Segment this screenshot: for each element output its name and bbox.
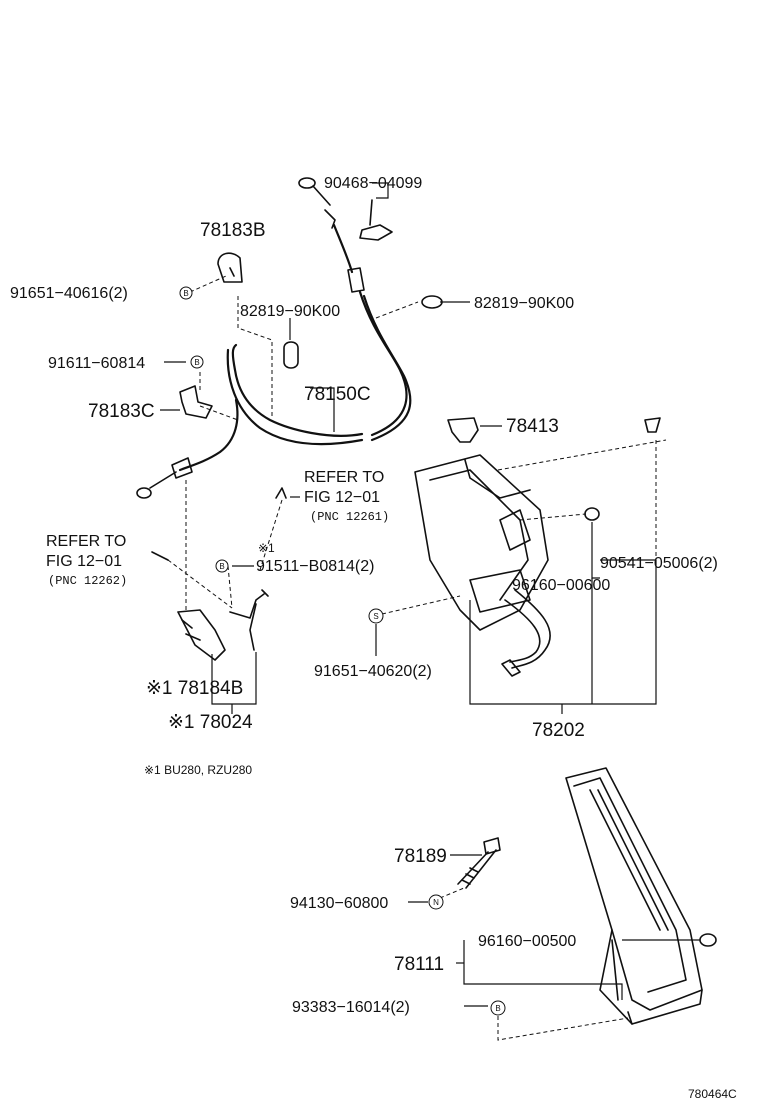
refer-pnc-12261: (PNC 12261) [310,510,389,524]
label-91651-40616: 91651−40616(2) [10,285,128,302]
cable-bracket-drawing [359,199,393,241]
label-78183C: 78183C [88,401,155,422]
label-82819-90K00-right: 82819−90K00 [474,295,574,312]
svg-text:B: B [495,1004,500,1013]
label-93383-16014: 93383−16014(2) [292,999,410,1016]
label-91611-60814: 91611−60814 [48,355,145,372]
leader-lines [160,182,700,1041]
label-94130-60800: 94130−60800 [290,895,388,912]
nut-symbol-94130: N [428,894,444,910]
label-90468-04099: 90468−04099 [324,175,422,192]
washer-96160-00600-drawing [584,507,600,521]
cable-78024-drawing [177,589,269,661]
label-91651-40620: 91651−40620(2) [314,663,432,680]
screw-symbol-91651-40620: S [368,608,384,624]
label-78150C: 78150C [304,384,371,405]
label-90541-05006: 90541−05006(2) [600,555,718,572]
diagram-id: 780464C [688,1087,737,1101]
label-96160-00500: 96160−00500 [478,933,576,950]
bolt-78189-drawing [457,837,501,889]
bolt-symbol-91611: B [190,355,204,369]
refer-marker-12261-drawing [275,487,287,499]
label-78111: 78111 [394,954,444,975]
refer-text-12262-line2: FIG 12−01 [46,553,122,570]
label-96160-00600: 96160−00600 [512,577,610,594]
mark-note-1: ※1 [258,541,275,555]
label-78413: 78413 [506,416,559,437]
washer-96160-00500-drawing [699,933,717,947]
refer-text-12262-line1: REFER TO [46,533,126,550]
svg-text:N: N [433,898,439,907]
refer-text-12261-line2: FIG 12−01 [304,489,380,506]
pedal-bracket-78202-drawing [414,454,551,677]
refer-text-12261-line1: REFER TO [304,469,384,486]
clip-78413-drawing [447,417,479,443]
clamp-78183B-drawing [217,252,243,283]
svg-text:B: B [194,358,199,367]
label-78189: 78189 [394,846,447,867]
footnote-models: ※1 BU280, RZU280 [144,763,252,777]
svg-text:S: S [373,612,378,621]
bolt-symbol-93383: B [490,1000,506,1016]
label-78184B: ※1 78184B [146,678,243,699]
label-78202: 78202 [532,720,585,741]
bolt-symbol-91511: B [215,559,229,573]
refer-pnc-12262: (PNC 12262) [48,574,127,588]
svg-text:B: B [183,289,188,298]
label-91511-B0814: 91511−B0814(2) [256,558,374,575]
label-82819-90K00-left: 82819−90K00 [240,303,340,320]
grommet-82819-left-drawing [283,341,299,369]
pedal-78111-drawing [565,767,703,1025]
grommet-82819-right-drawing [421,295,443,309]
refer-marker-12262-drawing [151,551,169,561]
label-78024: ※1 78024 [168,712,253,733]
bolt-symbol-91651-40616: B [179,286,193,300]
label-78183B: 78183B [200,220,266,241]
bracket-78183C-drawing [179,385,213,419]
svg-text:B: B [219,562,224,571]
clip-90541-drawing [644,417,661,433]
accelerator-cable-drawing [136,223,412,499]
